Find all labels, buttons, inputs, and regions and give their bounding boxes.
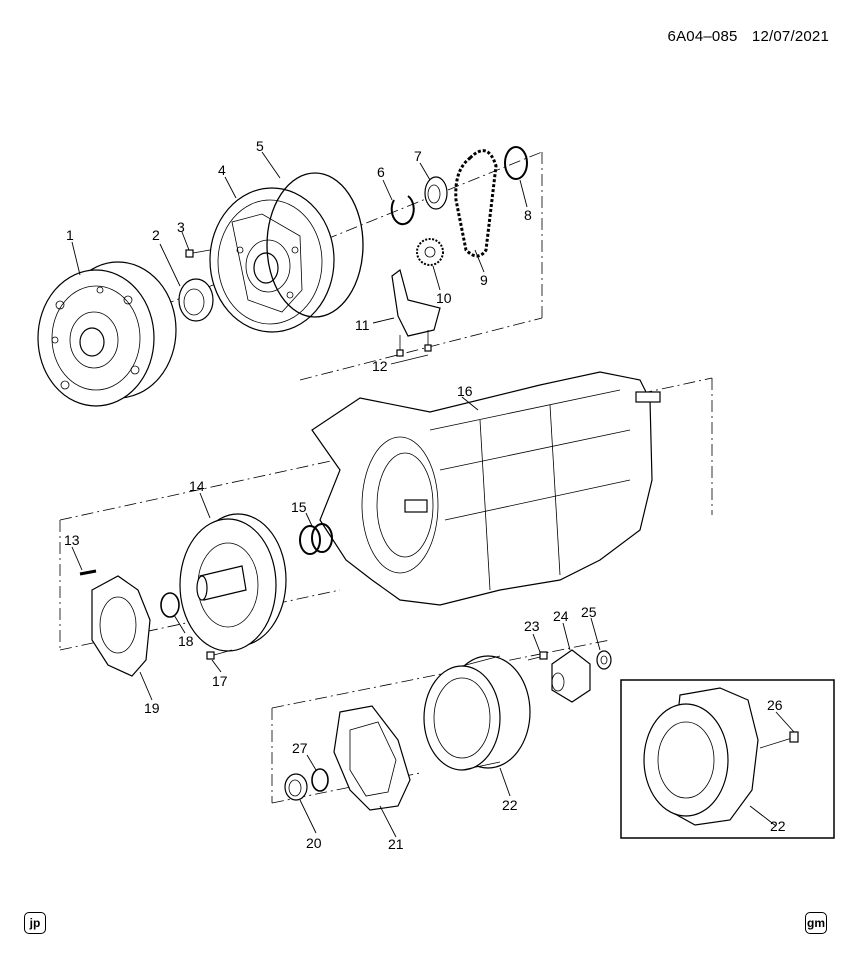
driven-sprocket xyxy=(416,238,444,266)
leader-lines xyxy=(71,151,795,838)
callout-27: 27 xyxy=(292,740,308,756)
callout-14: 14 xyxy=(189,478,205,494)
bolt-23 xyxy=(527,651,548,661)
o-ring-18 xyxy=(160,592,180,618)
callout-21: 21 xyxy=(388,836,404,852)
callout-2: 2 xyxy=(152,227,160,243)
washer-25 xyxy=(596,650,612,670)
callout-8: 8 xyxy=(524,207,532,223)
callout-12: 12 xyxy=(372,358,388,374)
inset-detail xyxy=(620,679,835,839)
large-seal-ring xyxy=(266,172,364,318)
callout-6: 6 xyxy=(377,164,385,180)
bolts-12 xyxy=(396,330,432,357)
seal-20 xyxy=(284,773,308,801)
dowel-pin xyxy=(79,569,97,576)
diagram-header: 6A04–085 12/07/2021 xyxy=(658,28,829,45)
gm-logo-badge: gm xyxy=(805,912,827,934)
drive-chain xyxy=(454,149,498,258)
flange-24 xyxy=(551,649,591,703)
callout-11: 11 xyxy=(355,317,370,333)
callout-1: 1 xyxy=(66,227,74,243)
callout-22: 22 xyxy=(502,797,518,813)
diagram-code: 6A04–085 xyxy=(667,28,738,45)
clutch-housing xyxy=(423,655,531,771)
callout-25: 25 xyxy=(581,604,597,620)
seal-rings-15 xyxy=(299,523,333,555)
jp-badge: jp xyxy=(24,912,46,934)
chain-guide-bracket xyxy=(391,268,441,337)
o-ring-27 xyxy=(311,768,329,792)
callout-17: 17 xyxy=(212,673,228,689)
callout-24: 24 xyxy=(553,608,569,624)
callout-23: 23 xyxy=(524,618,540,634)
callout-3: 3 xyxy=(177,219,185,235)
torque-converter xyxy=(37,261,177,407)
callout-20: 20 xyxy=(306,835,322,851)
callout-labels: 1 2 3 4 5 6 7 8 9 10 11 12 16 14 15 13 1… xyxy=(64,138,786,852)
sprocket-hub-7 xyxy=(424,176,448,210)
callout-4: 4 xyxy=(218,162,226,178)
callout-13: 13 xyxy=(64,532,80,548)
diagram-date: 12/07/2021 xyxy=(751,28,829,45)
callout-9: 9 xyxy=(480,272,488,288)
callout-22-inset: 22 xyxy=(770,818,786,834)
front-seal xyxy=(178,278,214,322)
callout-10: 10 xyxy=(436,290,452,306)
callout-15: 15 xyxy=(291,499,307,515)
transmission-case xyxy=(311,371,661,606)
snap-ring-6 xyxy=(390,195,415,226)
snap-ring-8 xyxy=(504,146,528,180)
bolt-3 xyxy=(185,249,211,258)
housing-gasket xyxy=(333,705,411,811)
callout-18: 18 xyxy=(178,633,194,649)
callout-26: 26 xyxy=(767,697,783,713)
pump-housing-cover xyxy=(209,187,335,333)
callout-5: 5 xyxy=(256,138,264,154)
pump-gasket xyxy=(91,575,151,677)
callout-7: 7 xyxy=(414,148,422,164)
callout-16: 16 xyxy=(457,383,473,399)
oil-pump-assembly xyxy=(179,513,287,652)
bolt-17 xyxy=(206,649,233,660)
callout-19: 19 xyxy=(144,700,160,716)
